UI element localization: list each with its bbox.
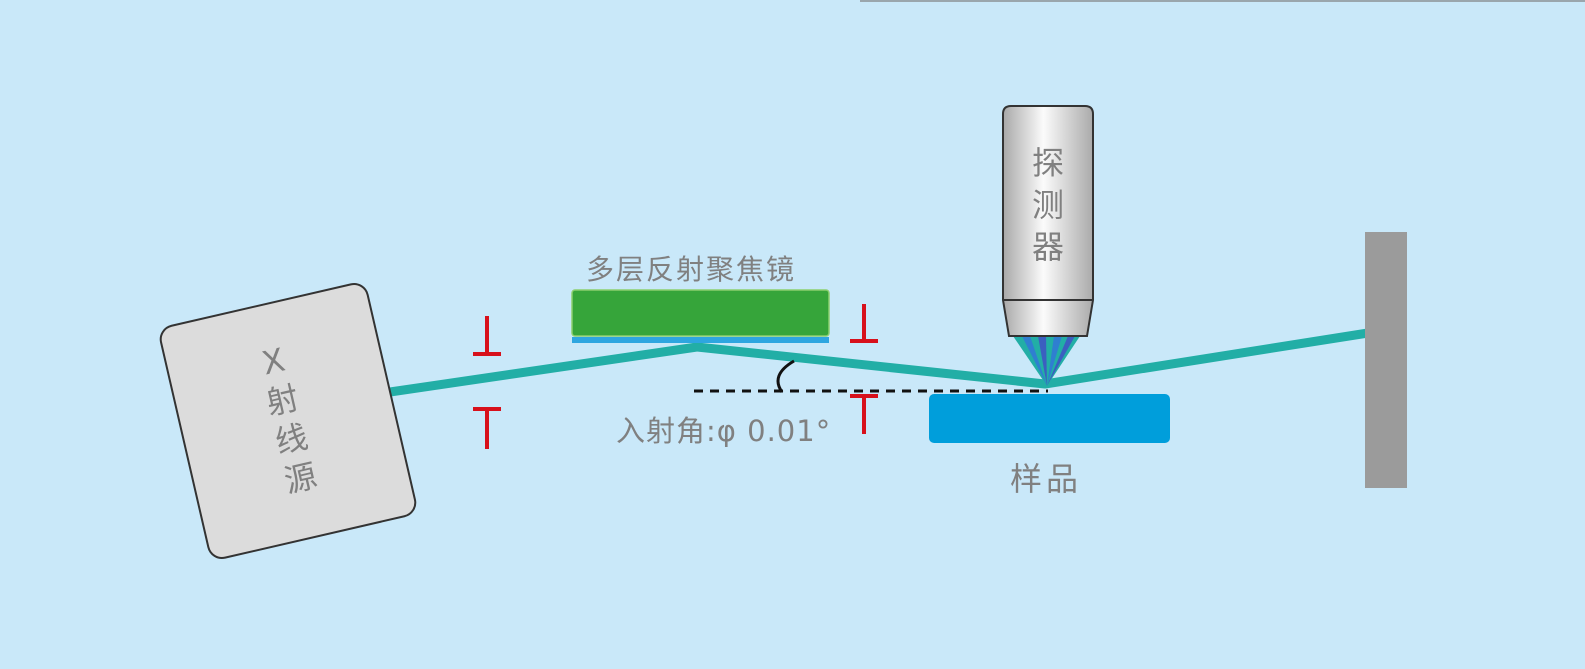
detector-label: 探 测 器 <box>1024 142 1072 268</box>
xray-source-box <box>159 282 417 560</box>
slit-marker-right-lower <box>850 394 878 434</box>
slit-marker-right-upper <box>850 304 878 343</box>
mirror-body <box>571 289 830 337</box>
mirror-label: 多层反射聚焦镜 <box>586 253 797 286</box>
detector-screen <box>1365 232 1407 488</box>
mirror-coating <box>572 337 829 343</box>
sample-plate <box>929 394 1170 443</box>
xray-beam <box>389 328 1369 397</box>
detector-label-line: 探 <box>1031 144 1064 182</box>
incident-angle-label: 入射角:φ 0.01° <box>616 414 832 448</box>
sample-label: 样品 <box>1010 460 1083 498</box>
slit-marker-left-lower <box>473 407 501 449</box>
detector-label-line: 测 <box>1031 186 1064 224</box>
detector-label-line: 器 <box>1031 228 1064 266</box>
slit-markers <box>473 304 878 449</box>
slit-marker-left-upper <box>473 316 501 356</box>
fluorescence-cone <box>1013 336 1080 386</box>
angle-arc <box>776 359 795 393</box>
detector-body <box>1002 105 1094 337</box>
